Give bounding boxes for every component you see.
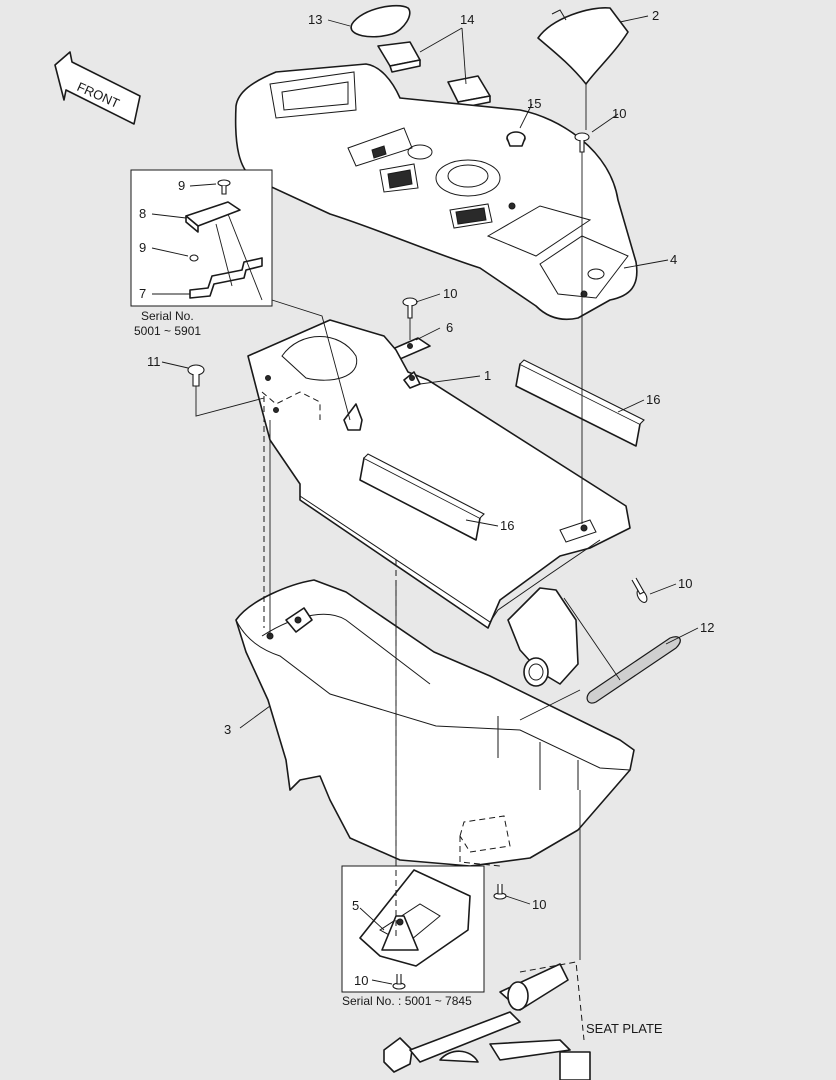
callout-13: 13 [308,12,322,27]
part-4-console-top [234,63,638,321]
seat-plate [383,961,591,1080]
front-arrow: FRONT [54,51,141,125]
callout-10-b: 10 [443,286,457,301]
callout-8: 8 [139,206,146,221]
part-10-screw-mid [402,297,418,319]
part-10-screw-lower [493,884,507,900]
inset-bottom-serial: Serial No. : 5001 ~ 7845 [342,994,472,1008]
callout-7: 7 [139,286,146,301]
callout-11: 11 [147,354,161,369]
callout-12: 12 [700,620,714,635]
inset-top-serial-range: 5001 ~ 5901 [134,324,201,338]
callout-3: 3 [224,722,231,737]
callout-9-a: 9 [178,178,185,193]
callout-1: 1 [484,368,491,383]
callout-10-e: 10 [354,973,368,988]
callout-10-c: 10 [678,576,692,591]
part-16-lower-pad [359,453,485,541]
hinge-bracket [507,587,579,687]
part-12-strip [586,636,681,704]
inset-top-box [130,169,273,307]
callout-2: 2 [652,8,659,23]
callout-16-a: 16 [646,392,660,407]
callout-10-a: 10 [612,106,626,121]
part-2-cover [537,7,629,85]
callout-6: 6 [446,320,453,335]
leader-lines [151,15,699,985]
callout-5: 5 [352,898,359,913]
callout-15: 15 [527,96,541,111]
callout-16-b: 16 [500,518,514,533]
inset-top-serial-label: Serial No. [141,309,194,323]
part-16-upper-pad [515,359,645,447]
inset-bottom-box [341,865,485,993]
part-3-lower-housing [235,579,635,867]
callout-labels: 13 14 2 15 10 4 9 8 9 7 10 6 11 1 16 16 … [139,8,714,988]
seat-plate-label: SEAT PLATE [586,1021,663,1036]
part-10-screw-right [631,577,648,603]
callout-9-b: 9 [139,240,146,255]
part-15-plug [506,131,526,147]
callout-10-d: 10 [532,897,546,912]
callout-4: 4 [670,252,677,267]
part-13-pad [350,4,411,38]
part-11-screw [187,364,205,387]
callout-14: 14 [460,12,474,27]
